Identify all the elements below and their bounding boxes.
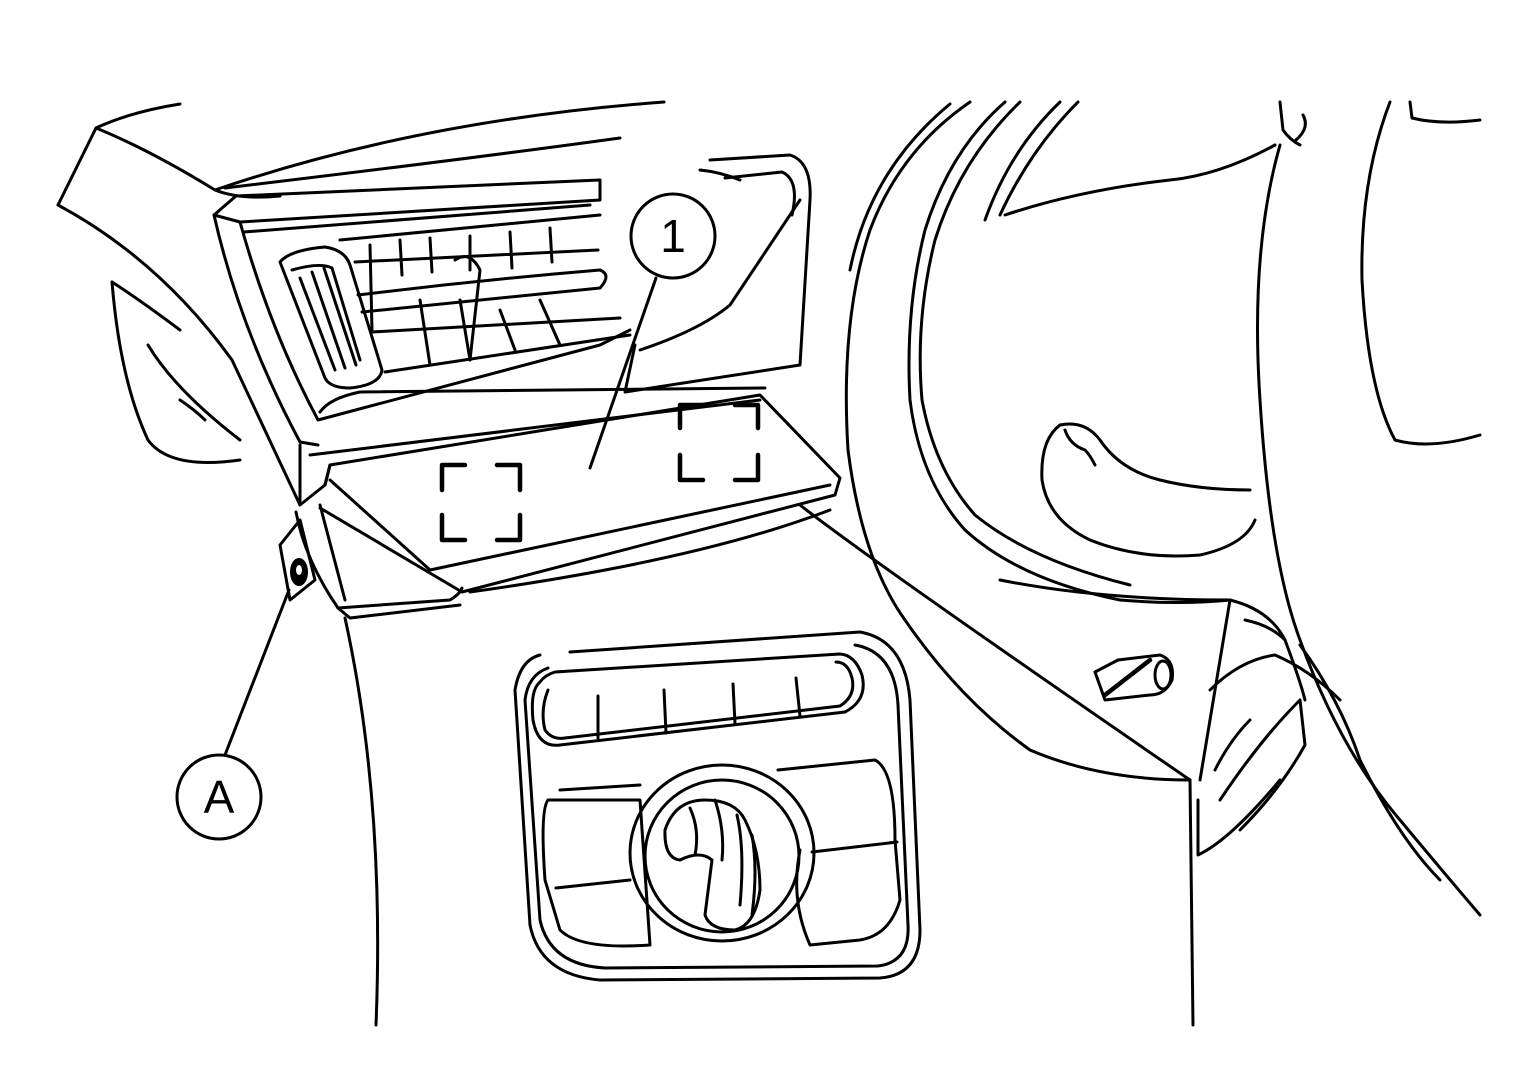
callout-1-label: 1 <box>660 210 686 262</box>
steering-wheel <box>844 100 1482 1027</box>
leader-line-a <box>223 588 291 757</box>
leader-line-1 <box>588 276 658 470</box>
clip-marker-left <box>439 462 523 543</box>
leader-lines <box>223 276 658 757</box>
vent-surround <box>318 153 812 414</box>
callout-a: A <box>175 753 263 841</box>
callout-a-label: A <box>204 771 235 823</box>
headlamp-switch-module <box>513 630 922 982</box>
callout-1: 1 <box>629 192 717 280</box>
clip-marker-right <box>677 402 761 483</box>
part-1-panel <box>294 393 842 620</box>
screw-a <box>278 518 317 602</box>
lower-dash <box>343 503 1192 1027</box>
air-vent <box>212 178 632 447</box>
dash-top-left <box>56 100 666 507</box>
